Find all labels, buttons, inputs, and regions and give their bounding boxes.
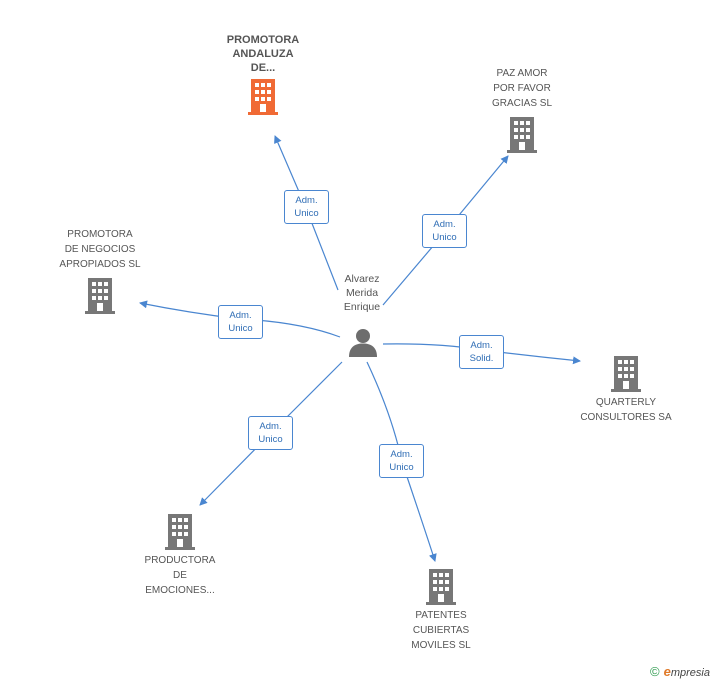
company-name: QUARTERLY CONSULTORES SA	[580, 397, 672, 423]
edge-label-role: Adm.	[295, 195, 318, 206]
edge-label-promotora-negocios[interactable]: Adm. Unico	[218, 305, 263, 339]
edge-label-type: Unico	[228, 323, 253, 334]
edge-label-role: Adm.	[229, 310, 252, 321]
edge-label-role: Adm.	[259, 421, 282, 432]
edge-label-role: Adm.	[433, 219, 456, 230]
edge-label-promotora-andaluza[interactable]: Adm. Unico	[284, 190, 329, 224]
building-icon	[426, 569, 456, 605]
company-node-patentes[interactable]: PATENTES CUBIERTAS MOVILES SL	[381, 569, 501, 653]
person-icon	[349, 329, 377, 357]
edge-label-quarterly[interactable]: Adm. Solid.	[459, 335, 504, 369]
person-name[interactable]: Alvarez Merida Enrique	[343, 273, 381, 313]
edge-label-paz-amor[interactable]: Adm. Unico	[422, 214, 467, 248]
building-icon	[611, 356, 641, 392]
company-name: PAZ AMOR POR FAVOR GRACIAS SL	[491, 68, 553, 109]
building-icon	[165, 514, 195, 550]
brand-logo: empresia	[663, 664, 710, 679]
company-node-productora[interactable]: PRODUCTORA DE EMOCIONES...	[120, 514, 240, 598]
company-name: PRODUCTORA DE EMOCIONES...	[144, 555, 216, 596]
building-icon	[507, 117, 537, 153]
person-node[interactable]	[347, 327, 379, 362]
building-icon	[85, 278, 115, 314]
edge-label-type: Unico	[294, 208, 319, 219]
edge-label-type: Unico	[389, 462, 414, 473]
edge-label-type: Unico	[432, 232, 457, 243]
edge-label-productora[interactable]: Adm. Unico	[248, 416, 293, 450]
edge-label-type: Solid.	[469, 353, 494, 364]
company-node-promotora-negocios[interactable]: PROMOTORA DE NEGOCIOS APROPIADOS SL	[40, 227, 160, 314]
edge-label-type: Unico	[258, 434, 283, 445]
edge-label-patentes[interactable]: Adm. Unico	[379, 444, 424, 478]
copyright-icon: ©	[650, 664, 660, 679]
building-icon	[248, 79, 278, 115]
edge-label-role: Adm.	[390, 449, 413, 460]
company-name: PROMOTORA ANDALUZA DE...	[226, 34, 300, 74]
company-node-paz-amor[interactable]: PAZ AMOR POR FAVOR GRACIAS SL	[462, 66, 582, 153]
brand-footer[interactable]: © empresia	[650, 664, 710, 679]
company-name: PATENTES CUBIERTAS MOVILES SL	[411, 610, 471, 651]
company-node-quarterly[interactable]: QUARTERLY CONSULTORES SA	[566, 356, 686, 425]
company-name: PROMOTORA DE NEGOCIOS APROPIADOS SL	[59, 229, 141, 270]
edge-label-role: Adm.	[470, 340, 493, 351]
company-node-promotora-andaluza[interactable]: PROMOTORA ANDALUZA DE...	[203, 33, 323, 115]
